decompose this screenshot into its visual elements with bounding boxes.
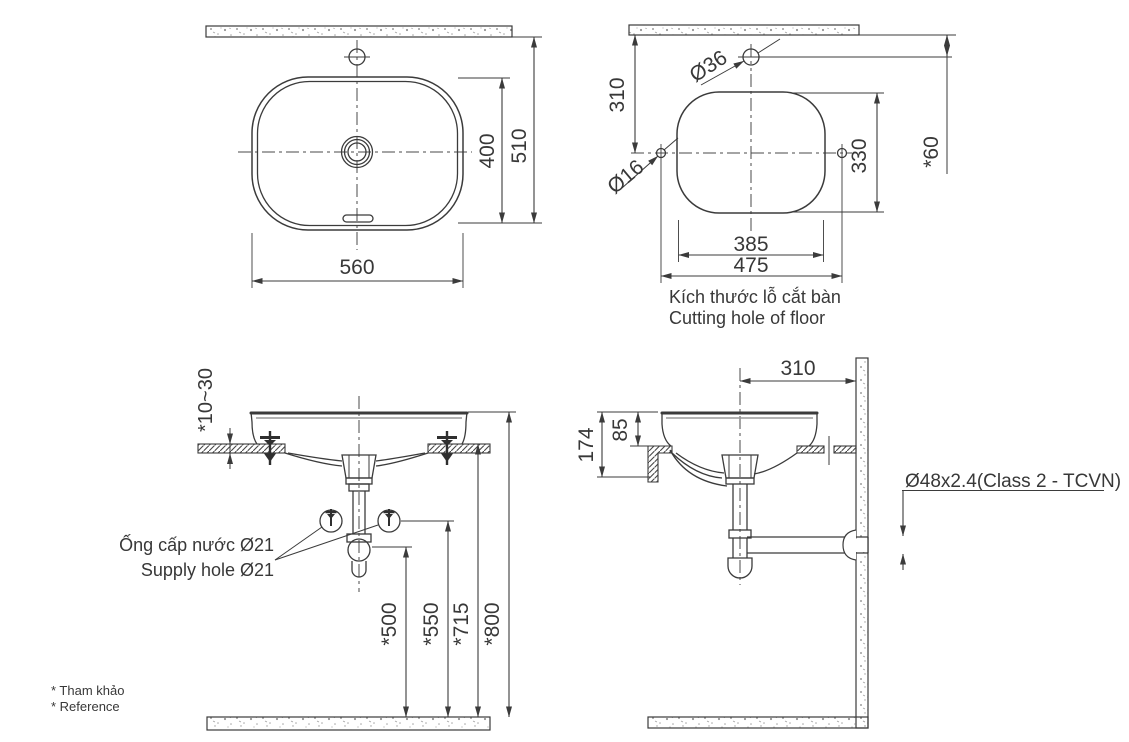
dim-rim-above-counter: 85: [609, 418, 632, 441]
counter-right-a: [796, 445, 825, 454]
label-waste-pipe: Ø48x2.4(Class 2 - TCVN): [905, 471, 1121, 492]
footnote: * Tham khảo * Reference: [51, 683, 124, 714]
footnote-vi: * Tham khảo: [51, 683, 124, 698]
counter-left: [197, 443, 286, 454]
label-supply-en: Supply hole Ø21: [141, 560, 274, 580]
dim-rim-height: *800: [481, 602, 504, 645]
dim-counter-thickness: *10~30: [195, 368, 217, 432]
basin-rim-outline: [251, 76, 464, 231]
fixing-clamp-left: [260, 431, 280, 465]
footnote-en: * Reference: [51, 699, 120, 714]
dim-waste-height: *500: [378, 602, 401, 645]
side-view: 310 174 85 Ø48x2.4(Class 2 - TCVN): [575, 357, 1121, 729]
counter-right: [427, 443, 491, 454]
basin-front: [249, 411, 469, 467]
dim-total-depth: 174: [575, 427, 598, 462]
fixing-clamp-right: [437, 431, 457, 465]
counter-right-b: [833, 445, 857, 454]
front-view: Ống cấp nước Ø21 Supply hole Ø21 *10~30 …: [119, 368, 516, 731]
dim-center-to-wall: 310: [780, 357, 815, 380]
cutting-hole-outline: [676, 91, 826, 214]
top-view: 560 400 510: [205, 25, 542, 288]
faucet-hole: [742, 48, 760, 66]
dim-top-inner-depth: 400: [476, 133, 499, 168]
label-supply-vi: Ống cấp nước Ø21: [119, 534, 274, 555]
wall-strip: [205, 25, 513, 38]
drain-hole: [340, 135, 374, 169]
supply-hole-left: [319, 509, 343, 533]
caption-vietnamese: Kích thước lỗ cắt bàn: [669, 286, 841, 307]
dim-top-width: 560: [339, 256, 374, 279]
dim-supply-height: *550: [420, 602, 443, 645]
overflow-slot: [342, 214, 374, 223]
drain-trap-front: [341, 454, 377, 578]
counter-left-bracket: [647, 445, 673, 483]
drain-trap-side: [721, 454, 759, 579]
dim-faucet-to-wall: *60: [920, 136, 943, 168]
dim-wall-to-center: 310: [606, 77, 629, 112]
floor-strip: [647, 716, 869, 729]
dim-hole-depth: 330: [848, 138, 871, 173]
label-side-hole-dia: Ø16: [603, 155, 648, 198]
pipe-flange: [842, 529, 857, 561]
dim-side-holes-span: 475: [733, 254, 768, 277]
basin-inner-outline: [256, 80, 459, 227]
caption-english: Cutting hole of floor: [669, 308, 825, 328]
wall-strip: [628, 24, 860, 36]
waste-pipe: [747, 529, 869, 561]
dim-counter-height: *715: [450, 602, 473, 645]
supply-hole-right: [377, 509, 401, 533]
dim-hole-width: 385: [733, 233, 768, 256]
dim-top-outer-depth: 510: [508, 128, 531, 163]
basin-side: [660, 411, 819, 487]
floor-strip: [206, 716, 491, 731]
cutout-view: Ø36 Ø16 310 330 *60 385 475 Kích thước l…: [603, 24, 956, 328]
